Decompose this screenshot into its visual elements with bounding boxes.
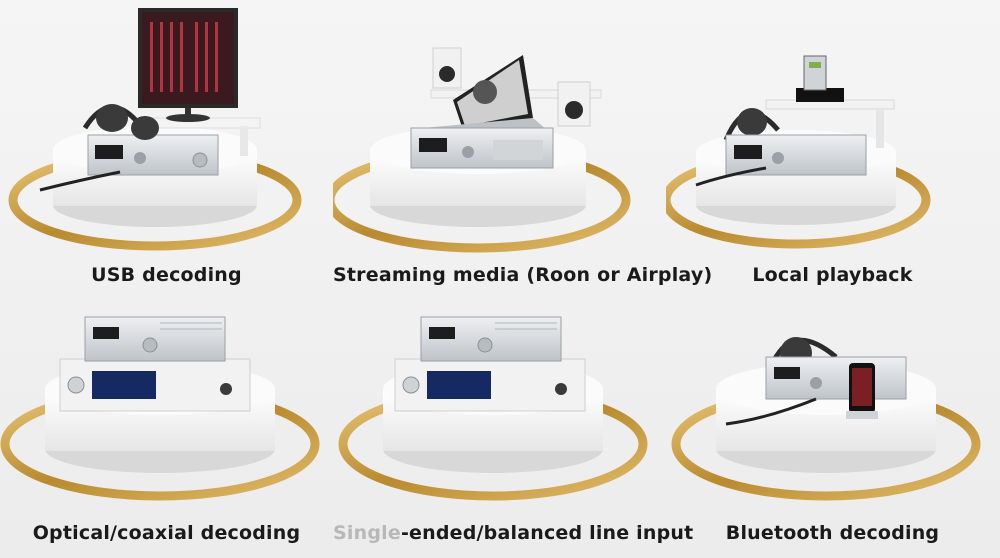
- scene-optical-coaxial: Optical/coaxial decoding: [0, 279, 333, 558]
- streaming-illustration: [333, 47, 631, 253]
- caption-local-playback: Local playback: [752, 264, 913, 286]
- drive-dock-icon: [796, 88, 844, 102]
- scene-local-playback: Local playback: [666, 0, 999, 286]
- bluetooth-illustration: [671, 337, 981, 501]
- caption-optical-coaxial: Optical/coaxial decoding: [32, 522, 301, 544]
- streamer-unit: [59, 358, 251, 412]
- caption-usb-decoding: USB decoding: [91, 264, 242, 286]
- scene-line-input: Single-ended/balanced line input: [333, 279, 693, 558]
- scene-streaming-media: Streaming media (Roon or Airplay): [333, 0, 712, 286]
- caption-line-input-faded: Single: [333, 522, 401, 544]
- local-playback-illustration: [666, 55, 931, 249]
- scene-usb-decoding: USB decoding: [0, 0, 333, 286]
- caption-line-input-rest: -ended/balanced line input: [400, 522, 694, 544]
- usb-decoding-illustration: [8, 8, 302, 251]
- caption-streaming-media: Streaming media (Roon or Airplay): [333, 264, 713, 286]
- optical-illustration: [0, 316, 320, 501]
- scene-bluetooth: Bluetooth decoding: [666, 279, 999, 558]
- caption-line-input: Single-ended/balanced line input: [333, 522, 693, 544]
- line-input-illustration: [338, 316, 648, 501]
- caption-bluetooth: Bluetooth decoding: [725, 522, 940, 544]
